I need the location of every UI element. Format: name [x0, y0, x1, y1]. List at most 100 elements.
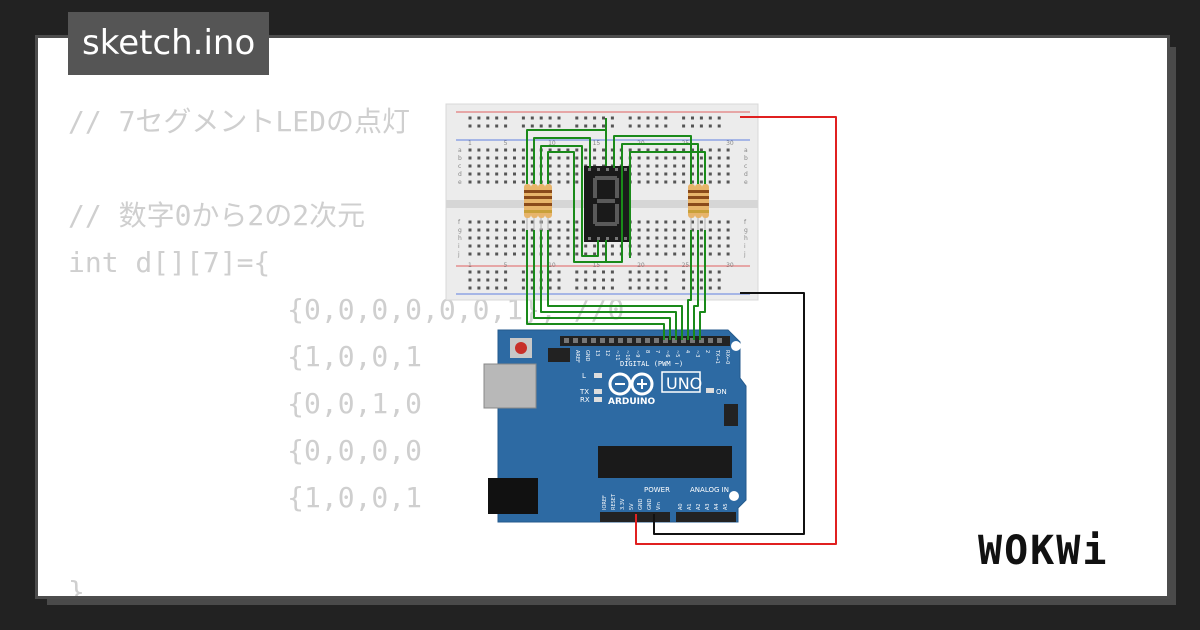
wire-green[interactable] [613, 135, 692, 184]
rail-hole [691, 270, 694, 274]
breadboard-hole [566, 164, 570, 168]
header-pin[interactable] [663, 338, 668, 343]
breadboard-hole [495, 236, 499, 240]
analog-pin-label: A2 [696, 503, 702, 510]
wire-red[interactable] [635, 116, 837, 545]
breadboard-hole [708, 148, 712, 152]
breadboard-hole [504, 252, 508, 256]
header-pin[interactable] [717, 338, 722, 343]
wire-green[interactable] [693, 230, 699, 340]
rail-hole [602, 116, 605, 120]
breadboard-hole [548, 172, 552, 176]
header-pin[interactable] [690, 338, 695, 343]
rail-hole [495, 116, 499, 120]
row-label: e [458, 179, 462, 186]
rail-hole [699, 286, 703, 290]
breadboard-hole [646, 228, 650, 232]
breadboard-hole [486, 244, 490, 248]
breadboard-hole [468, 220, 472, 224]
seven-segment-display[interactable] [584, 166, 630, 242]
header-pin[interactable] [654, 338, 659, 343]
wire-green[interactable] [606, 143, 699, 263]
resistors[interactable] [524, 172, 709, 230]
row-label: a [458, 147, 462, 154]
rail-hole [593, 270, 597, 274]
breadboard-hole [691, 228, 694, 232]
rail-hole [504, 278, 508, 282]
wokwi-logo[interactable]: WOKWi [978, 528, 1109, 574]
header-pin[interactable] [591, 338, 596, 343]
breadboard-hole [521, 180, 525, 184]
breadboard-hole [673, 172, 677, 176]
mounting-hole [731, 341, 741, 351]
header-pin[interactable] [618, 338, 623, 343]
usb-connector [483, 363, 537, 409]
breadboard-hole [717, 164, 721, 168]
wire-green[interactable] [629, 151, 706, 258]
header-pin[interactable] [708, 338, 713, 343]
wire-green[interactable] [540, 230, 677, 340]
rail-hole [637, 286, 641, 290]
header-pin[interactable] [672, 338, 677, 343]
header-pin[interactable] [681, 338, 686, 343]
header-pin[interactable] [600, 338, 605, 343]
resistor-band [695, 203, 702, 206]
display-segments [588, 168, 627, 240]
breadboard-hole [726, 172, 730, 176]
header-pin[interactable] [573, 338, 578, 343]
breadboard-hole [468, 156, 472, 160]
breadboard-hole [557, 228, 561, 232]
wire-green[interactable] [547, 151, 607, 263]
breadboard-hole [708, 156, 712, 160]
rail-hole [708, 286, 712, 290]
row-label: a [744, 147, 748, 154]
rail-hole [468, 278, 472, 282]
wire-green[interactable] [699, 230, 706, 340]
row-label: d [458, 171, 462, 178]
wire-green[interactable] [526, 230, 665, 340]
header-pin[interactable] [609, 338, 614, 343]
rail-hole [646, 124, 650, 128]
resistor-band [531, 196, 538, 199]
wire-green[interactable] [547, 230, 683, 340]
header-pin[interactable] [627, 338, 632, 343]
digital-pin-label: 13 [594, 350, 600, 356]
display-pin [615, 237, 618, 240]
wire-green[interactable] [533, 230, 671, 340]
breadboard-hole [593, 148, 597, 152]
rail-hole [717, 278, 721, 282]
digital-pin-label: GND [584, 350, 590, 362]
breadboard-hole [717, 172, 721, 176]
digital-header-pins[interactable] [564, 338, 722, 343]
wire-green[interactable] [687, 230, 692, 340]
breadboard-hole [646, 252, 650, 256]
rail-hole [708, 116, 712, 120]
breadboard-hole [655, 220, 659, 224]
wire-green[interactable] [540, 145, 599, 257]
wires[interactable] [526, 116, 837, 545]
project-title[interactable]: sketch.ino [68, 12, 270, 75]
header-pin[interactable] [564, 338, 569, 343]
breadboard-hole [566, 148, 570, 152]
breadboard-hole [530, 244, 534, 248]
header-pin[interactable] [699, 338, 704, 343]
breadboard-hole [548, 148, 552, 152]
header-pin[interactable] [636, 338, 641, 343]
header-pin[interactable] [645, 338, 650, 343]
display-pin [597, 237, 600, 240]
digital-pin-label: 4 [684, 350, 690, 353]
header-pin[interactable] [582, 338, 587, 343]
rail-hole [682, 124, 686, 128]
rail-hole [664, 124, 668, 128]
rail-hole [628, 116, 632, 120]
breadboard-hole [610, 148, 614, 152]
breadboard-hole [655, 164, 659, 168]
wire-green[interactable] [533, 137, 591, 184]
code-line: // 数字0から2の2次元 [68, 199, 366, 232]
breadboard-hole [682, 156, 686, 160]
reset-button[interactable] [515, 342, 527, 354]
wire-black[interactable] [653, 292, 805, 535]
